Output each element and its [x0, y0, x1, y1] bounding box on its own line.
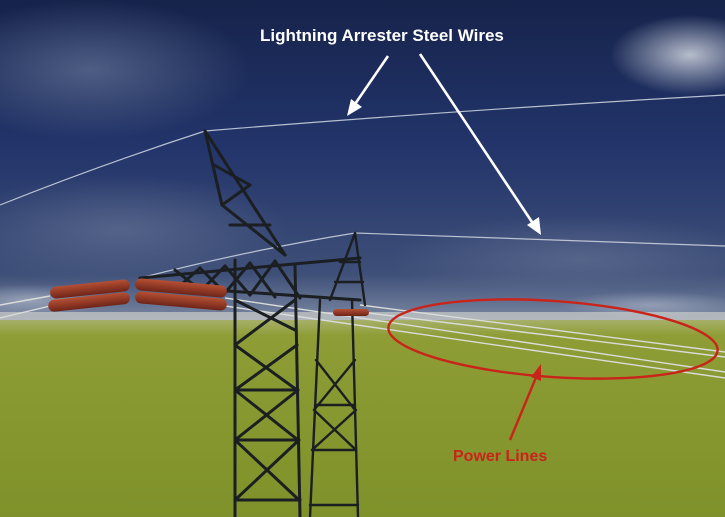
cloud	[0, 175, 290, 285]
power-line	[0, 295, 51, 306]
insulator	[333, 309, 369, 316]
insulator	[50, 279, 130, 299]
cloud	[0, 0, 250, 140]
arrow-icon	[418, 53, 536, 226]
insulator	[48, 292, 130, 312]
lightning-arrester-label: Lightning Arrester Steel Wires	[260, 26, 504, 45]
arrow-icon	[347, 99, 362, 116]
power-line-highlight	[387, 298, 719, 441]
cloud	[610, 15, 725, 95]
lightning-arrows	[347, 53, 541, 235]
power-lines-label: Power Lines	[453, 448, 548, 465]
insulator	[135, 278, 227, 298]
arrester-wire-left	[0, 130, 206, 206]
cloud	[560, 291, 725, 319]
arrow-icon	[351, 55, 390, 108]
far-tower	[308, 231, 367, 517]
arrow-icon	[508, 374, 539, 441]
ellipse-highlight	[387, 298, 719, 380]
arrow-icon	[527, 217, 541, 235]
power-lines	[0, 295, 725, 379]
power-line	[0, 305, 51, 319]
arrester-wire-lower-left	[139, 232, 356, 279]
arrester-wires	[0, 94, 725, 279]
arrow-icon	[531, 364, 541, 381]
arrester-wire-top	[204, 94, 725, 132]
power-line	[359, 311, 725, 358]
power-line	[224, 297, 725, 373]
arrester-wire-lower	[354, 232, 725, 247]
power-line	[224, 305, 725, 379]
ground	[0, 320, 725, 517]
insulators	[48, 278, 369, 316]
insulator	[135, 291, 227, 311]
power-line	[359, 304, 725, 353]
